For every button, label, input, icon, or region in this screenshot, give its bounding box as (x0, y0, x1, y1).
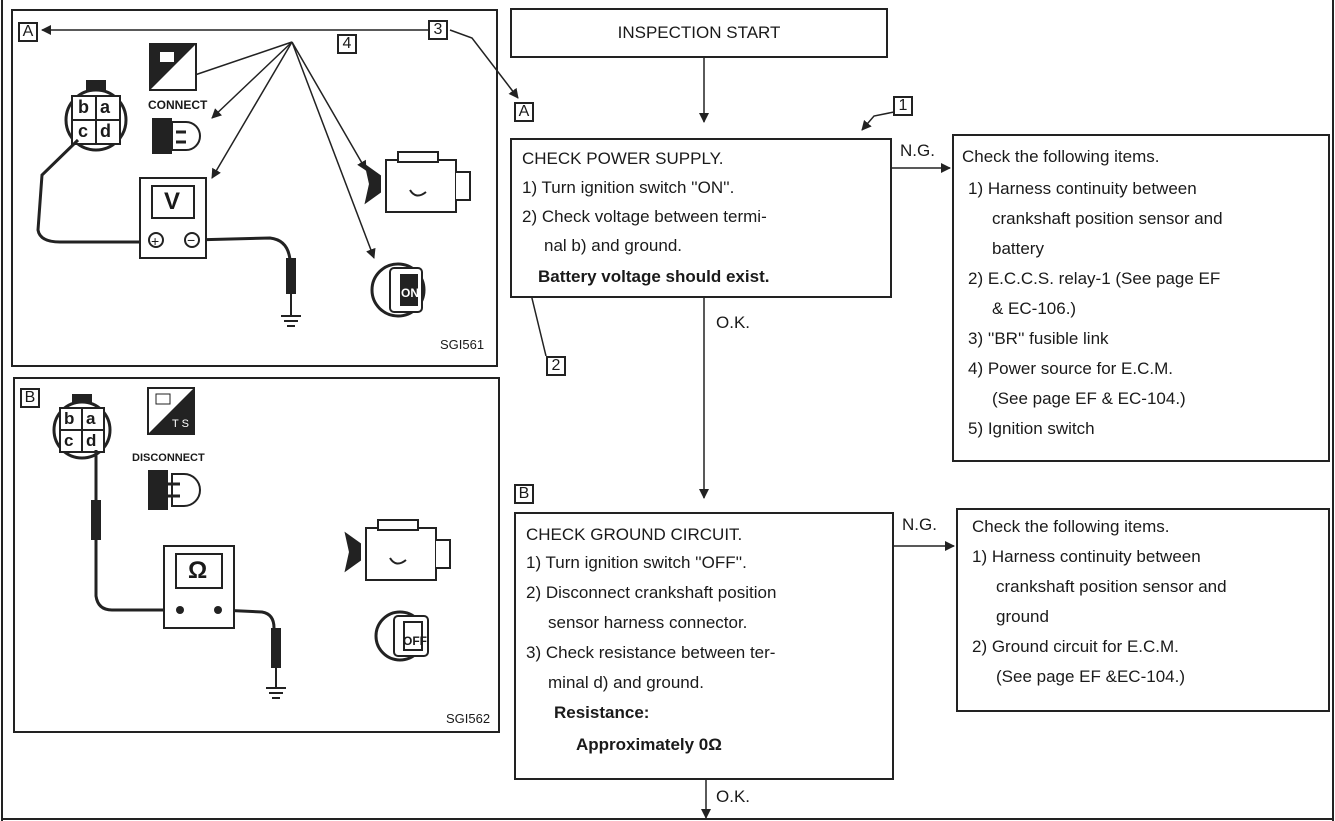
check-items-a-line-8: (See page EF & EC-104.) (992, 389, 1186, 408)
check-items-a-line-1: 1) Harness continuity between (968, 179, 1197, 198)
voltmeter-a-minus-terminal (184, 232, 200, 248)
terminal-b-label-b: b (64, 409, 75, 428)
callout-4-arrows (185, 41, 376, 259)
check-items-a-line-9: 5) Ignition switch (968, 419, 1095, 438)
callout-1-leader (861, 111, 895, 131)
disconnect-label: DISCONNECT (132, 452, 205, 464)
step-b-result-value: Approximately 0Ω (576, 735, 722, 754)
callout-1-tag: 1 (893, 96, 913, 116)
ground-symbol-a (281, 294, 301, 327)
terminal-b-label: b (78, 97, 89, 117)
probe-wire-b-left (94, 450, 176, 612)
ohmmeter-b-display (175, 553, 223, 589)
step-b-line-5: minal d) and ground. (548, 673, 704, 692)
disconnect-plug-icon (148, 470, 201, 510)
check-items-b-line-4: 2) Ground circuit for E.C.M. (972, 637, 1179, 656)
hs-label: H S (170, 72, 189, 84)
ohmmeter-b-left-terminal (176, 606, 184, 614)
panel-b-frame (13, 377, 500, 733)
terminal-c-label: c (78, 121, 89, 141)
voltmeter-symbol: V (164, 188, 181, 215)
check-items-b-line-1: 1) Harness continuity between (972, 547, 1201, 566)
probe-wire-b-right (219, 608, 278, 651)
check-items-b-title: Check the following items. (972, 517, 1170, 536)
check-ground-circuit-box: CHECK GROUND CIRCUIT. 1) Turn ignition s… (514, 512, 894, 780)
ok-a-label: O.K. (716, 313, 751, 332)
check-items-a-line-3: battery (992, 239, 1044, 258)
probe-b-left (91, 500, 101, 540)
ignition-key-icon-a (370, 262, 426, 318)
check-items-b-line-5: (See page EF &EC-104.) (996, 667, 1185, 686)
callout-2-tag: 2 (546, 356, 566, 376)
connect-plug-icon (152, 118, 201, 154)
callout-3-to-flow-a (449, 29, 519, 99)
panel-a-code: SGI561 (440, 337, 485, 352)
flow-tag-b: B (514, 484, 534, 504)
ok-b-label: O.K. (716, 787, 751, 806)
ground-probe-b (271, 628, 281, 668)
minus-label: − (187, 232, 196, 248)
ng-b-label: N.G. (902, 515, 937, 534)
check-items-a-line-2: crankshaft position sensor and (992, 209, 1223, 228)
callout-4-tag: 4 (337, 34, 357, 54)
check-power-supply-box: CHECK POWER SUPPLY. 1) Turn ignition swi… (510, 138, 892, 298)
step-a-line-2: 2) Check voltage between termi- (522, 207, 767, 226)
ts-label: T S (172, 418, 189, 430)
panel-a-tag: A (18, 22, 38, 42)
sensor-connector-b (52, 394, 112, 460)
panel-b-code: SGI562 (446, 711, 491, 726)
ground-probe-a (286, 258, 296, 294)
check-items-a-line-7: 4) Power source for E.C.M. (968, 359, 1174, 378)
key-on-label: ON (401, 286, 419, 300)
probe-wire-a-left (36, 138, 152, 244)
step-b-line-3: sensor harness connector. (548, 613, 748, 632)
check-items-a-line-5: & EC-106.) (992, 299, 1077, 318)
inspection-start-box: INSPECTION START (510, 8, 888, 58)
step-a-result: Battery voltage should exist. (538, 267, 770, 286)
panel-a-frame (11, 9, 498, 367)
step-b-result-label: Resistance: (554, 703, 650, 722)
voltmeter-a-plus-terminal (148, 232, 164, 248)
ignition-key-icon-b (374, 610, 429, 662)
step-a-line-1: 1) Turn ignition switch ''ON''. (522, 178, 735, 197)
hs-icon (149, 43, 197, 91)
ground-symbol-b (266, 668, 286, 699)
key-off-label: OFF (403, 634, 427, 648)
check-items-a-line-4: 2) E.C.C.S. relay-1 (See page EF (968, 269, 1221, 288)
terminal-d-label: d (100, 121, 111, 141)
check-items-b-box: Check the following items. 1) Harness co… (956, 508, 1330, 712)
ohmmeter-b-right-terminal (214, 606, 222, 614)
step-a-line-3: nal b) and ground. (544, 236, 682, 255)
check-items-b-line-3: ground (996, 607, 1049, 626)
callout-3-tag: 3 (428, 20, 448, 40)
terminal-d-label-b: d (86, 431, 97, 450)
check-items-a-box: Check the following items. 1) Harness co… (952, 134, 1330, 462)
step-b-line-4: 3) Check resistance between ter- (526, 643, 776, 662)
panel-b-tag: B (20, 388, 40, 408)
check-items-a-title: Check the following items. (962, 147, 1160, 166)
ts-icon (147, 387, 195, 435)
ng-a-label: N.G. (900, 141, 935, 160)
voltmeter-a-display (151, 185, 195, 219)
flow-tag-a: A (514, 102, 534, 122)
check-items-b-line-2: crankshaft position sensor and (996, 577, 1227, 596)
terminal-a-label: a (100, 97, 111, 117)
inspection-start-label: INSPECTION START (617, 23, 781, 42)
step-b-title: CHECK GROUND CIRCUIT. (526, 525, 743, 544)
sensor-connector-a (64, 80, 128, 152)
engine-icon-a (364, 151, 471, 213)
check-items-a-line-6: 3) ''BR'' fusible link (968, 329, 1109, 348)
step-b-line-1: 1) Turn ignition switch ''OFF''. (526, 553, 747, 572)
terminal-a-label-b: a (86, 409, 96, 428)
ohmmeter-symbol: Ω (188, 557, 208, 584)
plus-label: + (151, 233, 160, 249)
engine-icon-b (344, 519, 451, 581)
connect-label: CONNECT (148, 98, 208, 112)
step-a-title: CHECK POWER SUPPLY. (522, 149, 724, 168)
terminal-c-label-b: c (64, 431, 74, 450)
step-b-line-2: 2) Disconnect crankshaft position (526, 583, 777, 602)
